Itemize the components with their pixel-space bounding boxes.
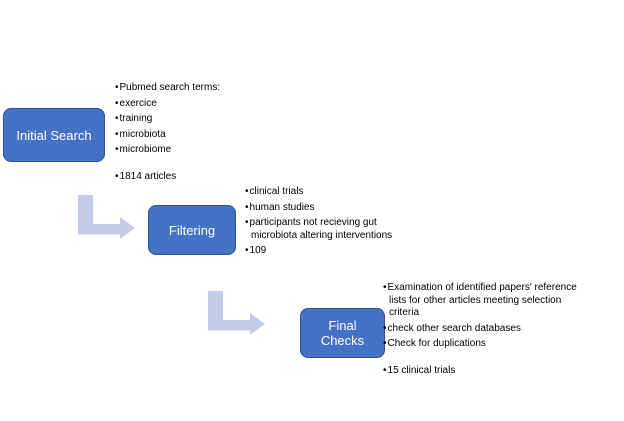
step-label-filtering: Filtering xyxy=(168,222,216,238)
bullet-item: microbiome xyxy=(115,144,265,157)
bullet-item: Examination of identified papers' refere… xyxy=(383,282,615,320)
bullet-list-filtering: clinical trials human studies participan… xyxy=(245,186,435,261)
step-box-filtering: Filtering xyxy=(148,205,236,255)
bullet-item: Pubmed search terms: xyxy=(115,82,265,95)
bullet-item: exercice xyxy=(115,98,265,111)
bent-arrow-down-right-icon xyxy=(208,291,265,335)
bullet-item: Check for duplications xyxy=(383,338,615,351)
bullet-item: microbiota xyxy=(115,129,265,142)
bullet-item: participants not recieving gut microbiot… xyxy=(245,217,435,242)
bullet-list-final-checks: Examination of identified papers' refere… xyxy=(383,282,615,380)
step-label-final-checks: Final Checks xyxy=(320,318,365,348)
bent-arrow-down-right-icon xyxy=(78,195,135,239)
step-box-final-checks: Final Checks xyxy=(300,308,385,358)
step-label-initial-search: Initial Search xyxy=(16,127,92,143)
bullet-item: training xyxy=(115,113,265,126)
bullet-item: 109 xyxy=(245,245,435,258)
bullet-item: clinical trials xyxy=(245,186,435,199)
bullet-item-result: 1814 articles xyxy=(115,171,265,184)
step-box-initial-search: Initial Search xyxy=(3,108,105,162)
bullet-list-initial-search: Pubmed search terms: exercice training m… xyxy=(115,82,265,186)
bullet-item: human studies xyxy=(245,202,435,215)
bullet-item-result: 15 clinical trials xyxy=(383,365,615,378)
bullet-item: check other search databases xyxy=(383,323,615,336)
